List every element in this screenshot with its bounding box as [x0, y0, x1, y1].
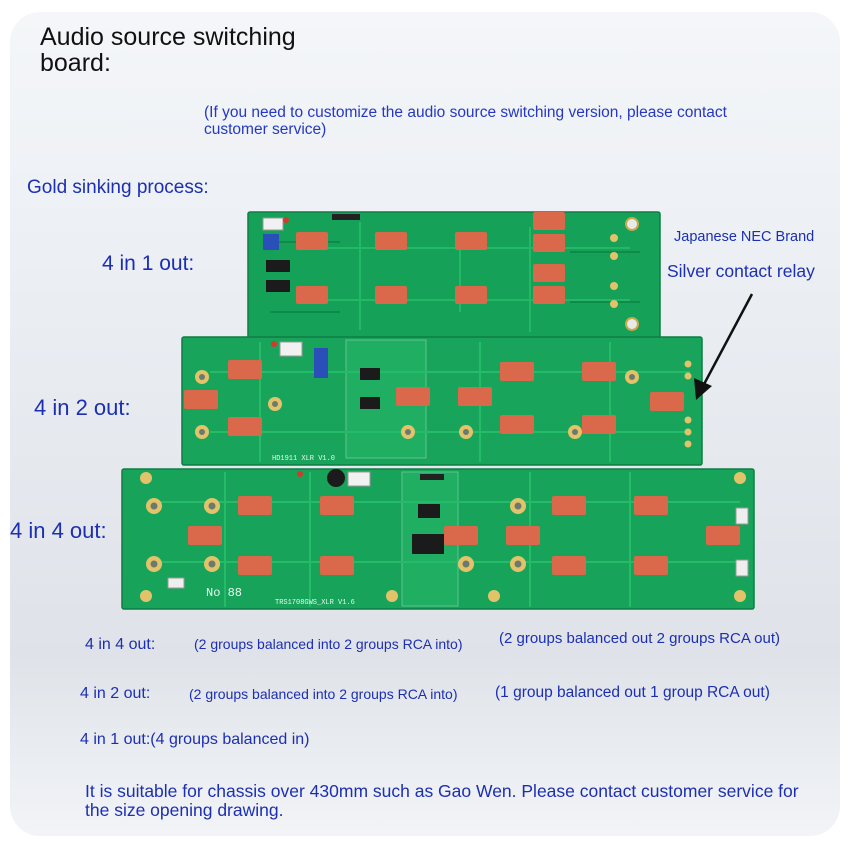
relay: [444, 526, 478, 545]
relay: [533, 286, 565, 304]
spec-label-4in2: 4 in 2 out:: [80, 685, 151, 702]
pcb-board-4in4: No 88 TRS1708GWS_XLR V1.6: [121, 468, 755, 610]
relay: [533, 234, 565, 252]
relay: [500, 415, 534, 434]
relay: [500, 362, 534, 381]
relay: [296, 286, 328, 304]
footer-text: It is suitable for chassis over 430mm su…: [85, 781, 799, 820]
callout-brand: Japanese NEC Brand: [674, 229, 815, 245]
relay: [238, 556, 272, 575]
spec-label-4in1: 4 in 1 out:(4 groups balanced in): [80, 731, 310, 748]
relay: [455, 232, 487, 250]
spec-output-4in4: (2 groups balanced out 2 groups RCA out): [499, 630, 781, 647]
spec-input-4in2: (2 groups balanced into 2 groups RCA int…: [189, 686, 458, 702]
relay: [706, 526, 740, 545]
pcb-photo: HD1911 XLR V1.0: [121, 211, 755, 610]
relay: [582, 415, 616, 434]
relay: [533, 212, 565, 230]
relay: [455, 286, 487, 304]
relay: [506, 526, 540, 545]
relay: [184, 390, 218, 409]
relay: [650, 392, 684, 411]
pcb-silkscreen-number: No 88: [206, 586, 242, 600]
relay: [552, 556, 586, 575]
board-label-4in2: 4 in 2 out:: [34, 395, 131, 420]
pcb-board-4in2: HD1911 XLR V1.0: [181, 336, 703, 466]
relay: [320, 556, 354, 575]
relay: [634, 556, 668, 575]
board-label-4in4: 4 in 4 out:: [10, 518, 107, 543]
pcb-silkscreen-board3: TRS1708GWS_XLR V1.6: [275, 599, 355, 607]
relay: [396, 387, 430, 406]
customization-note: (If you need to customize the audio sour…: [204, 104, 727, 138]
process-label: Gold sinking process:: [27, 177, 209, 198]
relay: [375, 286, 407, 304]
spec-label-4in4: 4 in 4 out:: [85, 636, 156, 653]
relay: [458, 387, 492, 406]
page-title: Audio source switching board:: [40, 23, 296, 77]
relay: [296, 232, 328, 250]
relay: [634, 496, 668, 515]
pcb-board-4in1: [247, 211, 661, 339]
pcb-silkscreen-board2: HD1911 XLR V1.0: [272, 455, 335, 463]
relay: [533, 264, 565, 282]
relay: [375, 232, 407, 250]
spec-input-4in4: (2 groups balanced into 2 groups RCA int…: [194, 636, 463, 652]
board-label-4in1: 4 in 1 out:: [102, 252, 195, 275]
spec-output-4in2: (1 group balanced out 1 group RCA out): [495, 684, 770, 701]
callout-arrow: [694, 293, 754, 400]
product-card: HD1911 XLR V1.0: [10, 12, 840, 836]
relay: [228, 360, 262, 379]
relay: [552, 496, 586, 515]
relay: [582, 362, 616, 381]
callout-relay: Silver contact relay: [667, 261, 815, 281]
relay: [238, 496, 272, 515]
relay: [228, 417, 262, 436]
relay: [188, 526, 222, 545]
relay: [320, 496, 354, 515]
